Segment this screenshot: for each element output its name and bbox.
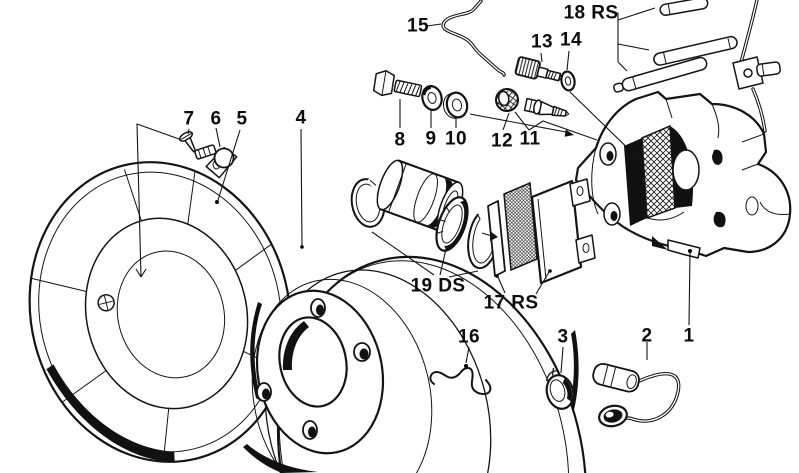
dust-boot-drawing (435, 196, 469, 252)
brake-pipe-drawing (441, 0, 506, 77)
part-label-7: 7 (183, 108, 195, 130)
part-label-10: 10 (445, 128, 467, 150)
brake-pads-drawing (481, 178, 596, 285)
part-label-2: 2 (641, 325, 653, 347)
part-label-8: 8 (394, 129, 406, 151)
caliper-drawing (574, 90, 792, 259)
part-label-4: 4 (295, 107, 307, 129)
brake-disc-drawing (243, 255, 588, 473)
part-label-11: 11 (519, 128, 541, 150)
mounting-bolt-drawing (372, 69, 423, 98)
guide-pins-drawing (613, 0, 781, 133)
part-label-12: 12 (491, 130, 513, 152)
washer-9-drawing (421, 85, 443, 111)
hex-bolt-drawing (194, 144, 235, 169)
part-label-1: 1 (683, 325, 695, 347)
dust-cap-drawing (495, 88, 519, 112)
part-label-16: 16 (458, 326, 480, 348)
part-label-19-ds: 19 DS (410, 275, 466, 297)
part-label-14: 14 (560, 29, 582, 51)
part-label-18-rs: 18 RS (563, 2, 619, 24)
washer-10-drawing (442, 91, 469, 119)
bleeder-cap-drawing (514, 56, 562, 82)
bleeder-screw-drawing (523, 97, 570, 117)
wear-sensor-drawing (592, 363, 681, 428)
part-label-17-rs: 17 RS (483, 292, 539, 314)
part-label-3: 3 (557, 326, 569, 348)
grommet-drawing (545, 367, 575, 410)
dust-shield-drawing (28, 146, 292, 463)
leader-lines (135, 7, 692, 374)
part-label-15: 15 (407, 15, 429, 37)
part-label-9: 9 (425, 128, 437, 150)
part-label-6: 6 (210, 108, 222, 130)
part-label-13: 13 (531, 31, 553, 53)
retaining-clip-drawing (429, 367, 492, 396)
part-label-5: 5 (236, 108, 248, 130)
washer-14-drawing (560, 70, 576, 92)
